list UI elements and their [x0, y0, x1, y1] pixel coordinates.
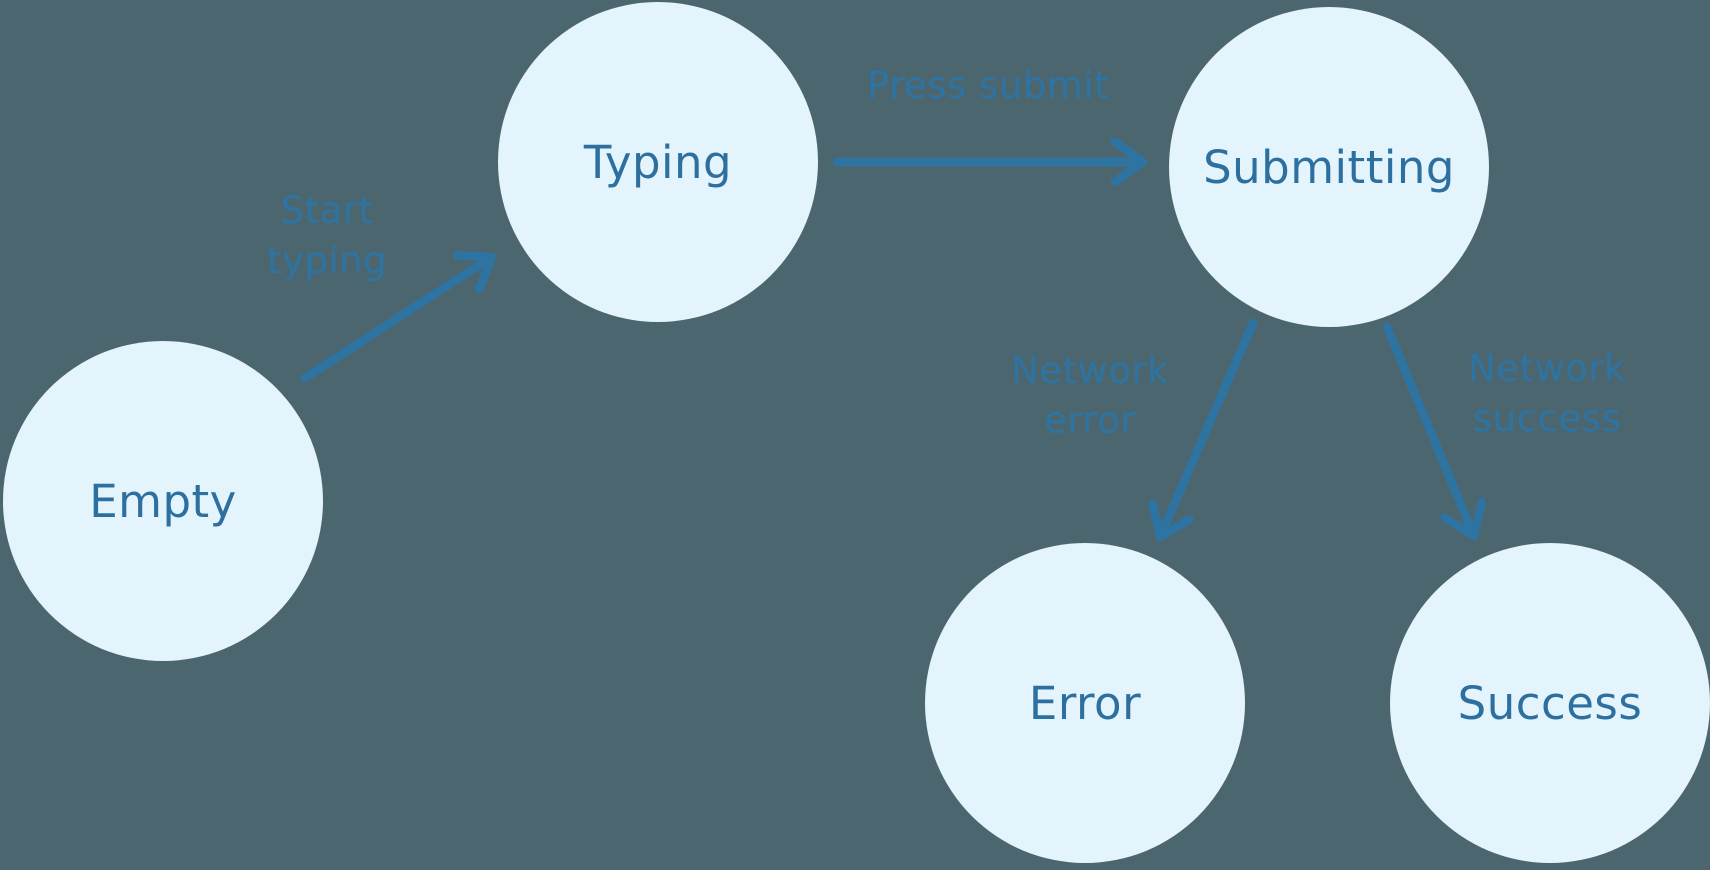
state-node-typing: Typing	[498, 2, 818, 322]
edge-press-submit-arrowhead-icon	[1110, 137, 1148, 187]
state-label-submitting: Submitting	[1203, 140, 1455, 194]
edge-network-success-arrowhead-icon	[1440, 498, 1486, 541]
edge-press-submit	[832, 137, 1148, 187]
edge-label-network-success: Network success	[1468, 344, 1626, 444]
edge-start-typing	[300, 251, 497, 383]
state-node-success: Success	[1390, 543, 1710, 863]
edge-network-error-line	[1159, 318, 1258, 533]
edge-network-success	[1382, 322, 1486, 541]
state-node-submitting: Submitting	[1169, 7, 1489, 327]
edge-label-start-typing: Start typing	[267, 186, 387, 286]
edge-network-error-arrowhead-icon	[1148, 499, 1194, 542]
edge-label-line: Start	[280, 189, 374, 232]
state-node-empty: Empty	[3, 341, 323, 661]
edge-label-line: error	[1043, 399, 1137, 442]
edge-label-line: typing	[266, 239, 388, 282]
state-label-success: Success	[1457, 676, 1643, 730]
state-label-typing: Typing	[583, 135, 733, 189]
edge-label-network-error: Network error	[1011, 346, 1169, 446]
edge-label-line: success	[1472, 397, 1622, 440]
edge-label-line: Network	[1468, 347, 1626, 390]
edge-network-success-line	[1382, 322, 1475, 532]
state-label-empty: Empty	[89, 474, 237, 528]
state-node-error: Error	[925, 543, 1245, 863]
state-label-error: Error	[1028, 676, 1142, 730]
edge-label-line: Network	[1011, 349, 1169, 392]
edge-start-typing-arrowhead-icon	[453, 251, 497, 294]
edge-network-error	[1148, 318, 1258, 542]
edge-start-typing-line	[300, 258, 488, 383]
edge-label-line: Press submit	[866, 64, 1110, 107]
edge-label-press-submit: Press submit	[867, 61, 1109, 111]
